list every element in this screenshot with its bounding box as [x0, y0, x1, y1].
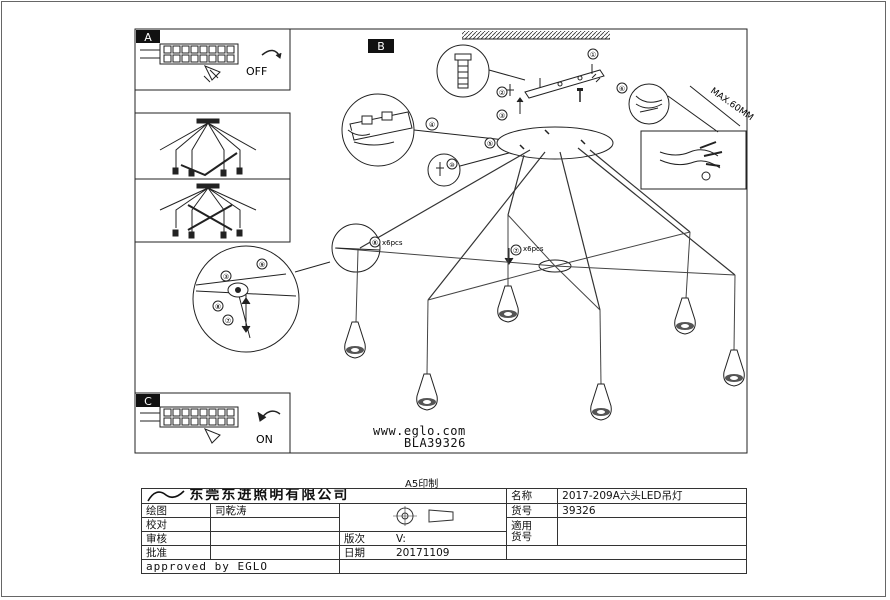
check-label: 校对 — [141, 517, 211, 532]
panel-c-label-box — [136, 394, 160, 407]
projection-symbol-icon — [393, 506, 454, 526]
pendant-shade-1 — [344, 321, 366, 359]
pendant-shade-3 — [497, 285, 519, 323]
svg-text:⑨: ⑨ — [259, 261, 265, 269]
blank-footer-cell — [339, 559, 747, 574]
date-label: 日期 — [344, 546, 365, 559]
svg-text:③: ③ — [223, 273, 229, 281]
website-label: www.eglo.com — [373, 424, 466, 438]
company-cell: 东莞东进照明有限公司 — [140, 488, 508, 504]
approved-by: approved by EGLO — [141, 559, 340, 574]
svg-text:⑦: ⑦ — [225, 317, 231, 325]
projection-symbol-cell — [338, 503, 508, 532]
ceiling-canopy — [496, 126, 614, 160]
pendant-shade-5 — [674, 297, 696, 335]
hang-configuration-1 — [159, 118, 257, 177]
ceiling-hatch — [462, 31, 610, 39]
terminal-block-c — [140, 406, 239, 444]
cable-lock-detail — [192, 245, 300, 353]
mounting-bracket — [524, 64, 605, 99]
version-label: 版次 — [344, 532, 365, 545]
check-value — [210, 517, 340, 532]
svg-text:⑧: ⑧ — [372, 239, 378, 247]
approve-value — [210, 545, 340, 560]
svg-text:①: ① — [590, 51, 596, 59]
panel-a-label: A — [144, 31, 152, 44]
off-label: OFF — [246, 65, 267, 78]
panel-c — [134, 392, 291, 454]
panel-b-label: B — [377, 40, 385, 53]
panel-a — [134, 28, 291, 91]
svg-text:②: ② — [499, 89, 505, 97]
model-code: BLA39326 — [404, 436, 466, 450]
drawn-label: 绘图 — [141, 503, 211, 518]
panel-a-label-box — [136, 30, 160, 43]
pcs-label-hub: x6pcs — [523, 245, 544, 253]
svg-text:④: ④ — [429, 121, 435, 129]
panel-c-label: C — [144, 395, 152, 408]
svg-text:⑦: ⑦ — [513, 247, 519, 255]
company-logo — [146, 490, 186, 503]
pendant-shade-6 — [723, 349, 745, 387]
dowel-detail — [436, 44, 490, 98]
on-label: ON — [256, 433, 273, 446]
item-no-label: 货号 — [506, 503, 559, 518]
svg-text:③: ③ — [499, 112, 505, 120]
item-no-value: 39326 — [557, 503, 747, 518]
pcs-label-arm: x6pcs — [382, 239, 403, 247]
approve-label: 批准 — [141, 545, 211, 560]
wire-detail — [628, 83, 670, 125]
pendant-arms — [334, 214, 736, 311]
panel-b-label-box — [368, 39, 394, 53]
hang-configuration-2 — [159, 183, 257, 239]
drawn-value: 司乾涛 — [210, 503, 340, 518]
name-label: 名称 — [506, 488, 559, 504]
blank-cell — [506, 545, 747, 560]
date-cell: 日期 20171109 — [338, 545, 508, 560]
svg-text:⑧: ⑧ — [215, 303, 221, 311]
version-value: V: — [396, 532, 406, 545]
review-label: 审核 — [141, 531, 211, 546]
arm-joint-detail — [331, 223, 381, 273]
hook-detail — [427, 153, 461, 187]
pendant-shade-2 — [416, 373, 438, 411]
svg-text:⑤: ⑤ — [487, 140, 493, 148]
applicable-label: 適用货号 — [506, 517, 559, 546]
svg-text:⑩: ⑩ — [449, 162, 454, 169]
max-length-label: MAX.60MM — [708, 86, 755, 123]
applicable-value — [557, 517, 747, 546]
support-rods — [359, 147, 736, 311]
date-value: 20171109 — [396, 546, 450, 559]
review-value — [210, 531, 340, 546]
title-block: 东莞东进照明有限公司 名称 2017-209A六头LED吊灯 绘图 司乾涛 货号… — [140, 488, 747, 574]
pendant-shade-4 — [590, 383, 612, 421]
svg-text:⑥: ⑥ — [619, 85, 625, 93]
panel-hang-2 — [134, 178, 291, 243]
version-cell: 版次 V: — [338, 531, 508, 546]
pendant-cords — [355, 215, 736, 385]
terminal-block-a — [140, 43, 239, 83]
print-size-label: A5印制 — [405, 479, 439, 490]
company-name: 东莞东进照明有限公司 — [189, 488, 350, 503]
name-value: 2017-209A六头LED吊灯 — [557, 488, 747, 504]
wire-strip-detail — [640, 130, 747, 190]
